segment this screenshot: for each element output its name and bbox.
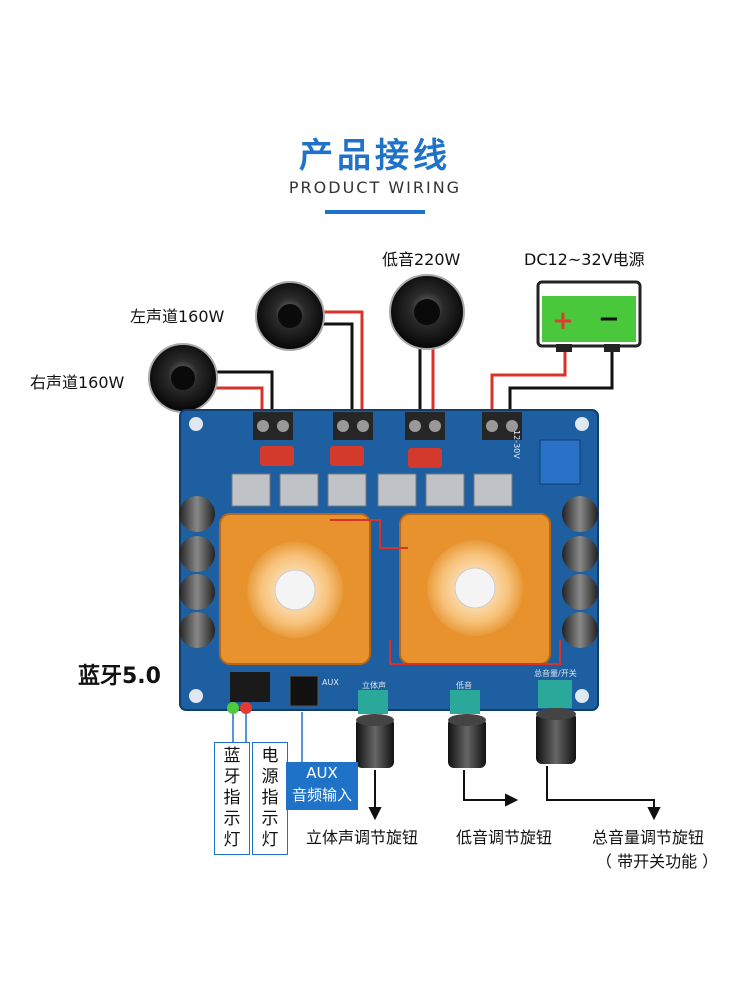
page-title: 产品接线 xyxy=(299,136,451,176)
power-indicator-callout: 电 源 指 示 灯 xyxy=(252,742,288,855)
aux-line2: 音频输入 xyxy=(291,786,352,804)
label-volume-knob: 总音量调节旋钮 xyxy=(592,828,705,847)
battery-minus: − xyxy=(598,304,620,334)
board-power-in: 12-30V xyxy=(512,430,521,459)
callout-lines xyxy=(368,766,661,821)
amplifier-board xyxy=(179,409,599,714)
board-mark-volume: 总音量/开关 xyxy=(534,669,577,678)
char: 灯 xyxy=(223,830,241,850)
bluetooth-indicator-callout: 蓝 牙 指 示 灯 xyxy=(214,742,250,855)
speaker-bass-icon xyxy=(389,274,465,350)
battery-plus: + xyxy=(552,306,574,336)
speaker-right-icon xyxy=(148,343,218,413)
label-bass-speaker: 低音220W xyxy=(382,250,461,269)
char: 蓝 xyxy=(223,746,241,766)
speaker-left-icon xyxy=(255,281,325,351)
label-bluetooth: 蓝牙5.0 xyxy=(78,664,161,689)
char: 牙 xyxy=(223,767,241,787)
char: 指 xyxy=(223,788,241,808)
char: 示 xyxy=(223,809,241,829)
char: 示 xyxy=(261,809,279,829)
page-subtitle: PRODUCT WIRING xyxy=(288,178,462,197)
label-right-speaker: 右声道160W xyxy=(30,373,125,392)
board-mark-stereo: 立体声 xyxy=(362,681,386,690)
char: 电 xyxy=(261,746,279,766)
board-mark-bass: 低音 xyxy=(456,681,472,690)
label-bass-knob: 低音调节旋钮 xyxy=(456,828,553,847)
board-aux-mark: AUX xyxy=(322,678,339,687)
aux-input-callout: AUX 音频输入 xyxy=(286,762,358,810)
label-left-speaker: 左声道160W xyxy=(130,307,225,326)
capacitor-icons xyxy=(179,496,598,648)
char: 源 xyxy=(261,767,279,787)
aux-line1: AUX xyxy=(306,764,338,782)
label-stereo-knob: 立体声调节旋钮 xyxy=(306,828,419,847)
knob-icons xyxy=(356,708,576,768)
indicator-lines xyxy=(232,712,303,762)
label-power-supply: DC12~32V电源 xyxy=(524,250,645,269)
char: 指 xyxy=(261,788,279,808)
label-volume-note: （ 带开关功能 ） xyxy=(596,852,719,871)
battery-icon xyxy=(536,280,642,352)
char: 灯 xyxy=(261,830,279,850)
title-underline xyxy=(325,210,425,214)
